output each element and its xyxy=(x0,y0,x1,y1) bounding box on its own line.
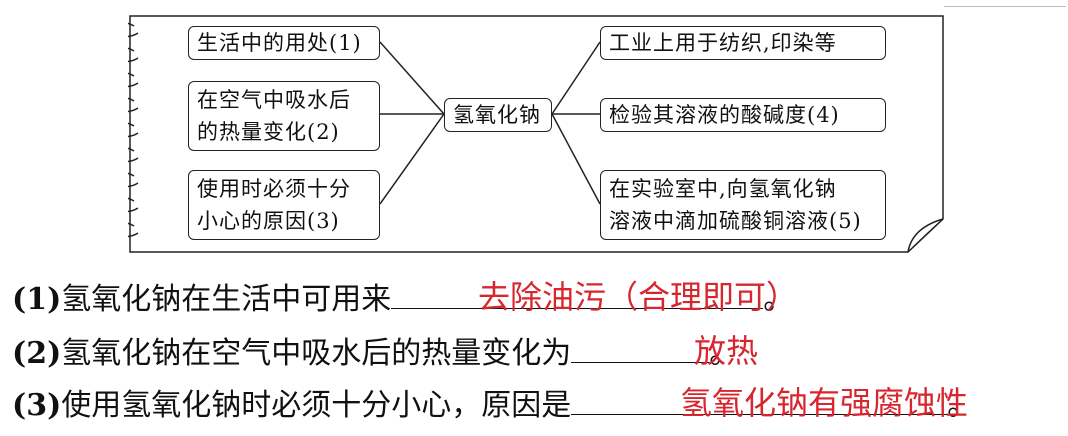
question-3-end: 。 xyxy=(947,388,978,423)
question-2-text: 氢氧化钠在空气中吸水后的热量变化为 xyxy=(61,336,572,371)
question-2: (2)氢氧化钠在空气中吸水后的热量变化为 。 xyxy=(12,330,739,374)
question-3-number: (3) xyxy=(12,388,62,423)
question-1-end: 。 xyxy=(763,282,794,317)
map-center-node: 氢氧化钠 xyxy=(444,98,552,132)
top-rule xyxy=(944,6,1066,7)
question-2-number: (2) xyxy=(12,336,62,371)
question-1: (1)氢氧化钠在生活中可用来 。 xyxy=(12,276,793,320)
notebook-frame xyxy=(128,15,944,253)
connector-lines xyxy=(379,41,601,205)
answer-2: 放热 xyxy=(694,332,759,370)
question-1-text: 氢氧化钠在生活中可用来 xyxy=(61,282,392,317)
map-left-item-2: 在空气中吸水后 的热量变化(2) xyxy=(188,81,380,151)
map-right-item-2: 检验其溶液的酸碱度(4) xyxy=(600,98,886,132)
question-2-end: 。 xyxy=(709,336,740,371)
answer-blank-3[interactable] xyxy=(571,382,948,415)
map-left-item-3: 使用时必须十分 小心的原因(3) xyxy=(188,170,380,240)
concept-map: 生活中的用处(1) 在空气中吸水后 的热量变化(2) 使用时必须十分 小心的原因… xyxy=(128,14,946,254)
answer-1: 去除油污（合理即可） xyxy=(478,278,799,316)
answer-blank-2[interactable] xyxy=(571,330,710,363)
answer-3: 氢氧化钠有强腐蚀性 xyxy=(680,384,969,422)
map-left-item-1: 生活中的用处(1) xyxy=(188,26,380,60)
question-1-number: (1) xyxy=(12,282,62,317)
answer-blank-1[interactable] xyxy=(391,276,764,309)
question-3: (3)使用氢氧化钠时必须十分小心，原因是 。 xyxy=(12,382,977,426)
map-right-item-1: 工业上用于纺织,印染等 xyxy=(600,26,886,60)
question-3-text: 使用氢氧化钠时必须十分小心，原因是 xyxy=(61,388,572,423)
spiral-binding xyxy=(128,22,139,238)
map-right-item-3: 在实验室中,向氢氧化钠 溶液中滴加硫酸铜溶液(5) xyxy=(600,170,886,240)
